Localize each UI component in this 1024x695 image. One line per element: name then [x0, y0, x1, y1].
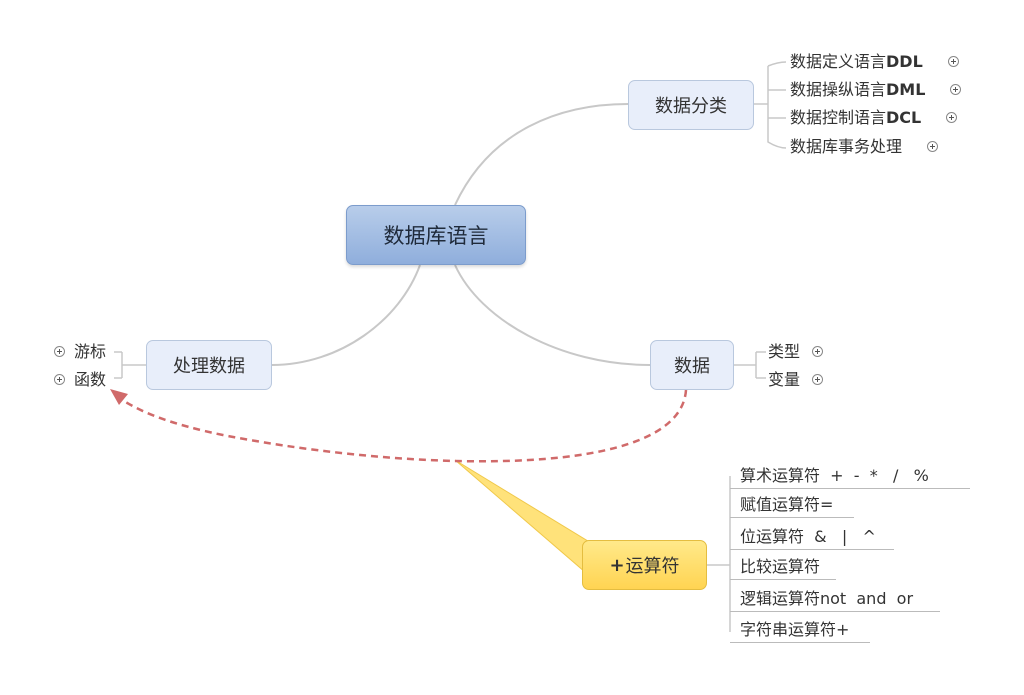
operator-bitwise[interactable]: 位运算符 & | ^	[730, 527, 894, 550]
subtopic-dcl-text: 数据控制语言	[790, 108, 887, 127]
operator-logical-text: 逻辑运算符not and or	[740, 589, 914, 608]
connector-to-data	[454, 264, 651, 366]
expand-plus-icon[interactable]	[927, 141, 938, 152]
central-topic-label: 数据库语言	[383, 224, 489, 248]
operator-assignment[interactable]: 赋值运算符=	[730, 495, 854, 518]
expand-plus-icon[interactable]	[946, 112, 957, 123]
subtopic-transaction-text: 数据库事务处理	[790, 137, 903, 156]
subtopic-transaction[interactable]: 数据库事务处理	[790, 137, 902, 157]
relationship-arrow	[115, 389, 688, 463]
connector-data-children	[734, 351, 766, 379]
subtopic-dcl[interactable]: 数据控制语言DCL	[790, 108, 921, 128]
operator-bitwise-text: 位运算符 & | ^	[740, 527, 876, 546]
callout-operators[interactable]: +运算符	[582, 540, 707, 590]
subtopic-variable-text: 变量	[768, 370, 801, 389]
connector-data-category-children	[754, 61, 787, 149]
subtopic-type-text: 类型	[768, 342, 801, 361]
callout-label: 运算符	[625, 556, 680, 577]
relationship-arrowhead	[110, 389, 128, 405]
topic-data[interactable]: 数据	[650, 340, 734, 390]
central-topic[interactable]: 数据库语言	[346, 205, 526, 265]
topic-process-data-label: 处理数据	[173, 356, 245, 377]
expand-plus-icon[interactable]	[54, 346, 65, 357]
subtopic-variable[interactable]: 变量	[768, 370, 800, 390]
expand-plus-icon[interactable]	[812, 374, 823, 385]
operator-arithmetic[interactable]: 算术运算符 + - * / %	[730, 466, 970, 489]
expand-plus-icon[interactable]	[950, 84, 961, 95]
connector-process-data-children	[114, 351, 146, 379]
subtopic-cursor-text: 游标	[74, 342, 107, 361]
topic-process-data[interactable]: 处理数据	[146, 340, 272, 390]
operator-comparison[interactable]: 比较运算符	[730, 557, 836, 580]
subtopic-dml-abbr: DML	[886, 80, 926, 99]
subtopic-ddl-abbr: DDL	[886, 52, 923, 71]
topic-data-label: 数据	[674, 356, 710, 377]
connector-to-data-category	[454, 103, 629, 206]
operator-logical[interactable]: 逻辑运算符not and or	[730, 589, 940, 612]
topic-data-category-label: 数据分类	[655, 96, 727, 117]
subtopic-cursor[interactable]: 游标	[74, 342, 106, 362]
operator-string-text: 字符串运算符+	[740, 620, 850, 639]
subtopic-dml-text: 数据操纵语言	[790, 80, 887, 99]
operator-string[interactable]: 字符串运算符+	[730, 620, 870, 643]
expand-plus-icon[interactable]	[54, 374, 65, 385]
callout-plus-label: +	[609, 554, 625, 576]
operator-assignment-text: 赋值运算符=	[740, 495, 834, 514]
subtopic-type[interactable]: 类型	[768, 342, 800, 362]
expand-plus-icon[interactable]	[812, 346, 823, 357]
subtopic-dml[interactable]: 数据操纵语言DML	[790, 80, 925, 100]
operator-arithmetic-text: 算术运算符 + - * / %	[740, 466, 929, 485]
expand-plus-icon[interactable]	[948, 56, 959, 67]
connector-callout-children	[707, 476, 731, 632]
subtopic-function-text: 函数	[74, 370, 107, 389]
connector-to-process-data	[271, 264, 421, 366]
subtopic-dcl-abbr: DCL	[886, 108, 922, 127]
operator-comparison-text: 比较运算符	[740, 557, 821, 576]
subtopic-ddl-text: 数据定义语言	[790, 52, 887, 71]
callout-pointer	[454, 459, 597, 573]
subtopic-ddl[interactable]: 数据定义语言DDL	[790, 52, 923, 72]
subtopic-function[interactable]: 函数	[74, 370, 106, 390]
topic-data-category[interactable]: 数据分类	[628, 80, 754, 130]
